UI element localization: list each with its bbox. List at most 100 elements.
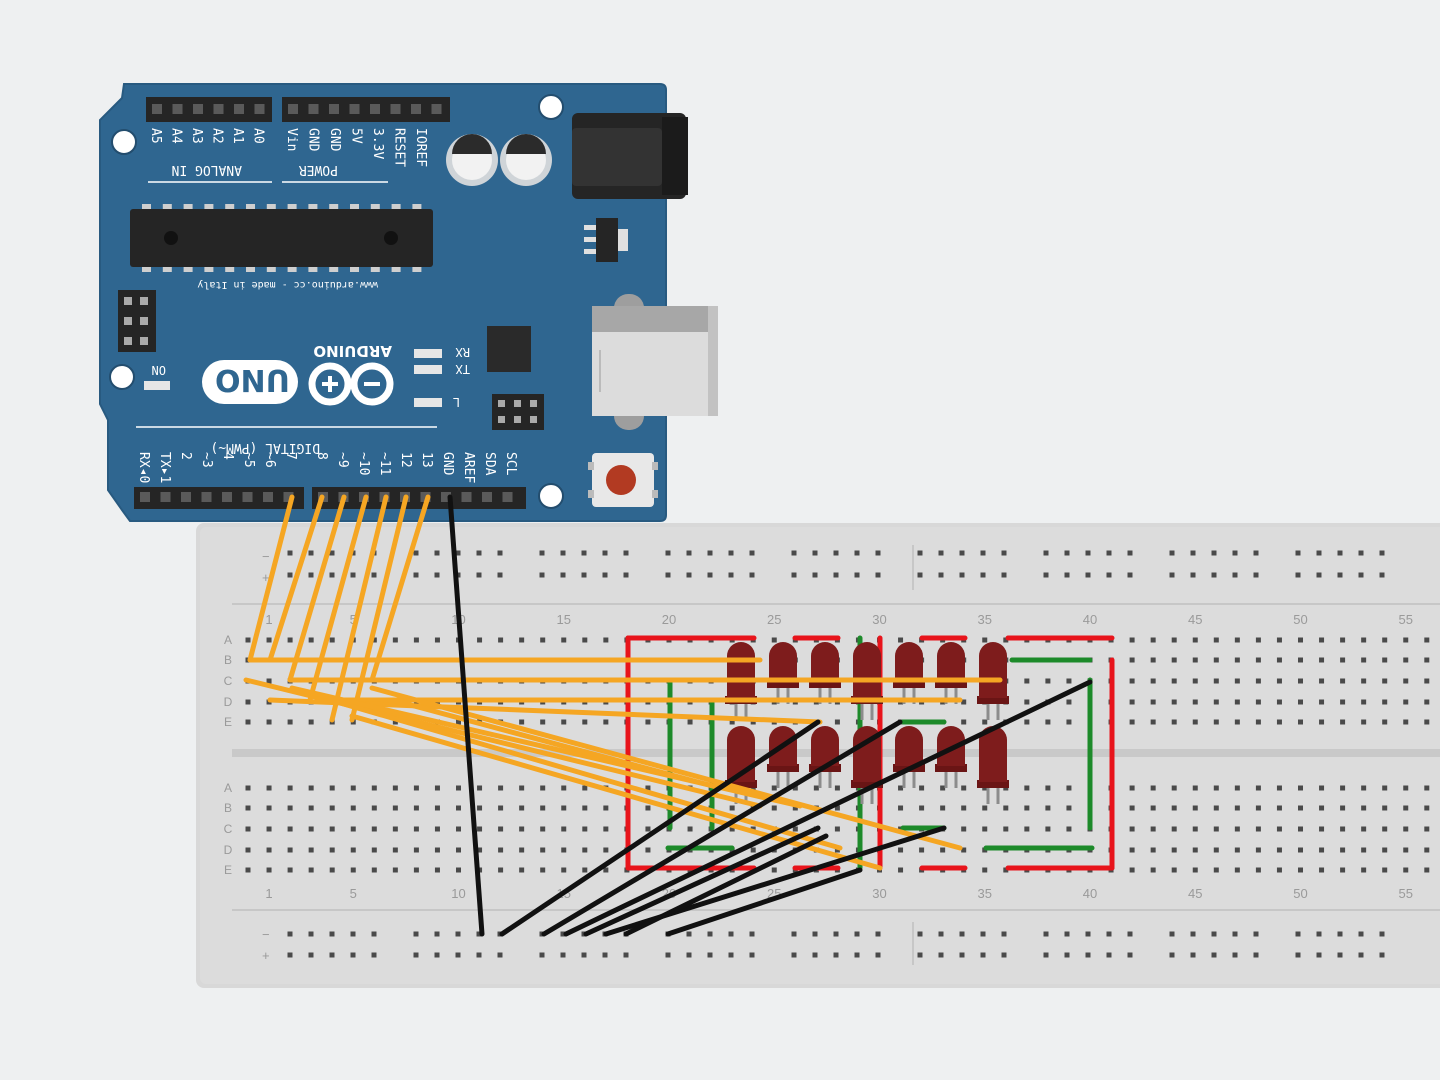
breadboard-hole[interactable] xyxy=(1003,826,1009,832)
rail-hole[interactable] xyxy=(455,952,461,958)
breadboard-hole[interactable] xyxy=(1150,785,1156,791)
rail-hole[interactable] xyxy=(413,572,419,578)
breadboard-hole[interactable] xyxy=(834,805,840,811)
breadboard-hole[interactable] xyxy=(1276,719,1282,725)
rail-hole[interactable] xyxy=(1358,550,1364,556)
rail-hole[interactable] xyxy=(1001,931,1007,937)
rail-hole[interactable] xyxy=(1190,550,1196,556)
breadboard-hole[interactable] xyxy=(266,678,272,684)
rail-hole[interactable] xyxy=(1379,952,1385,958)
breadboard-hole[interactable] xyxy=(1255,678,1261,684)
breadboard-hole[interactable] xyxy=(1045,785,1051,791)
breadboard-hole[interactable] xyxy=(1403,637,1409,643)
rail-hole[interactable] xyxy=(1253,550,1259,556)
breadboard-hole[interactable] xyxy=(477,637,483,643)
breadboard-hole[interactable] xyxy=(1319,785,1325,791)
breadboard-hole[interactable] xyxy=(1129,826,1135,832)
rail-hole[interactable] xyxy=(1232,572,1238,578)
breadboard-hole[interactable] xyxy=(561,637,567,643)
rail-hole[interactable] xyxy=(707,572,713,578)
breadboard-hole[interactable] xyxy=(434,785,440,791)
rail-hole[interactable] xyxy=(350,572,356,578)
rail-hole[interactable] xyxy=(1001,550,1007,556)
rail-hole[interactable] xyxy=(1232,550,1238,556)
rail-hole[interactable] xyxy=(1001,572,1007,578)
breadboard-hole[interactable] xyxy=(771,637,777,643)
breadboard-hole[interactable] xyxy=(1171,678,1177,684)
rail-hole[interactable] xyxy=(1106,550,1112,556)
rail-hole[interactable] xyxy=(1316,550,1322,556)
breadboard-hole[interactable] xyxy=(308,785,314,791)
rail-hole[interactable] xyxy=(329,931,335,937)
header-pin[interactable] xyxy=(160,492,171,502)
rail-hole[interactable] xyxy=(308,550,314,556)
breadboard-hole[interactable] xyxy=(329,826,335,832)
breadboard-hole[interactable] xyxy=(1340,678,1346,684)
breadboard-hole[interactable] xyxy=(1129,847,1135,853)
breadboard-hole[interactable] xyxy=(350,847,356,853)
breadboard-hole[interactable] xyxy=(1276,657,1282,663)
rail-hole[interactable] xyxy=(1295,572,1301,578)
header-pin[interactable] xyxy=(201,492,212,502)
header-pin[interactable] xyxy=(263,492,273,502)
breadboard-hole[interactable] xyxy=(1403,867,1409,873)
rail-hole[interactable] xyxy=(560,550,566,556)
breadboard-hole[interactable] xyxy=(434,867,440,873)
rail-hole[interactable] xyxy=(1106,952,1112,958)
breadboard-hole[interactable] xyxy=(1382,785,1388,791)
breadboard-hole[interactable] xyxy=(1361,826,1367,832)
breadboard-hole[interactable] xyxy=(1319,657,1325,663)
breadboard-hole[interactable] xyxy=(898,867,904,873)
rail-hole[interactable] xyxy=(1211,952,1217,958)
breadboard-hole[interactable] xyxy=(1255,637,1261,643)
breadboard-hole[interactable] xyxy=(982,867,988,873)
breadboard-hole[interactable] xyxy=(582,805,588,811)
breadboard-hole[interactable] xyxy=(771,867,777,873)
breadboard-hole[interactable] xyxy=(1213,678,1219,684)
breadboard-hole[interactable] xyxy=(456,719,461,725)
rail-hole[interactable] xyxy=(1043,572,1049,578)
breadboard-hole[interactable] xyxy=(1129,699,1135,705)
breadboard-hole[interactable] xyxy=(1298,678,1303,684)
breadboard-hole[interactable] xyxy=(1361,657,1367,663)
breadboard-hole[interactable] xyxy=(1234,826,1240,832)
rail-hole[interactable] xyxy=(308,572,314,578)
rail-hole[interactable] xyxy=(854,572,860,578)
rail-hole[interactable] xyxy=(350,931,356,937)
breadboard-hole[interactable] xyxy=(287,805,293,811)
breadboard-hole[interactable] xyxy=(750,719,756,725)
breadboard-hole[interactable] xyxy=(961,847,967,853)
breadboard-hole[interactable] xyxy=(245,805,251,811)
breadboard-hole[interactable] xyxy=(1024,826,1030,832)
rail-hole[interactable] xyxy=(1106,572,1112,578)
breadboard-hole[interactable] xyxy=(1382,847,1388,853)
rail-hole[interactable] xyxy=(623,550,629,556)
breadboard-hole[interactable] xyxy=(940,847,946,853)
breadboard-hole[interactable] xyxy=(1255,719,1261,725)
breadboard-hole[interactable] xyxy=(329,847,335,853)
breadboard-hole[interactable] xyxy=(582,785,588,791)
breadboard-hole[interactable] xyxy=(582,867,588,873)
breadboard-hole[interactable] xyxy=(1171,785,1177,791)
rail-hole[interactable] xyxy=(1043,550,1049,556)
rail-hole[interactable] xyxy=(497,952,503,958)
rail-hole[interactable] xyxy=(497,572,503,578)
breadboard-hole[interactable] xyxy=(1066,699,1072,705)
breadboard-hole[interactable] xyxy=(1171,699,1177,705)
rail-hole[interactable] xyxy=(980,572,986,578)
breadboard-hole[interactable] xyxy=(1319,826,1325,832)
breadboard-hole[interactable] xyxy=(498,805,504,811)
breadboard-hole[interactable] xyxy=(561,719,567,725)
breadboard-hole[interactable] xyxy=(582,826,588,832)
breadboard-hole[interactable] xyxy=(392,719,398,725)
breadboard-hole[interactable] xyxy=(266,826,272,832)
breadboard-hole[interactable] xyxy=(1382,719,1388,725)
breadboard-hole[interactable] xyxy=(1255,785,1261,791)
rail-hole[interactable] xyxy=(1190,572,1196,578)
breadboard-hole[interactable] xyxy=(456,867,461,873)
breadboard-hole[interactable] xyxy=(287,637,293,643)
rail-hole[interactable] xyxy=(812,572,818,578)
breadboard-hole[interactable] xyxy=(392,867,398,873)
breadboard-hole[interactable] xyxy=(1150,637,1156,643)
